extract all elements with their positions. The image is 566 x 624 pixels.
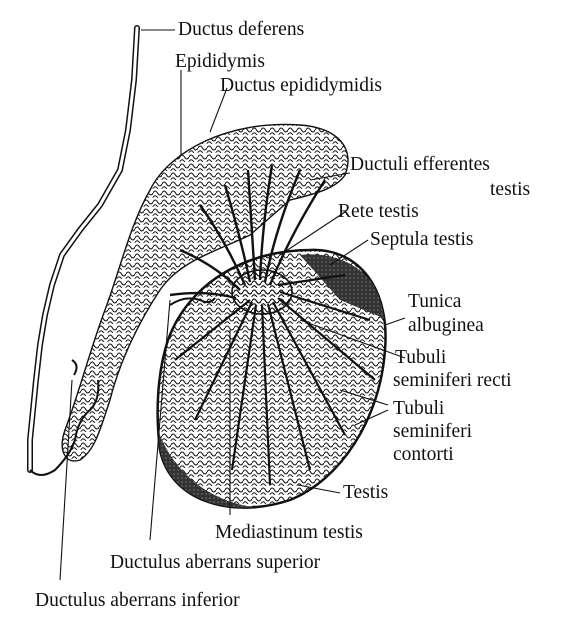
testis-drawing [156,248,387,509]
label-tunica: Tunica [408,291,462,312]
label-ductus-epididymidis: Ductus epididymidis [220,75,382,96]
leader-lines [59,29,406,581]
label-ductulus-aberrans-superior: Ductulus aberrans superior [110,552,321,573]
epididymis-drawing [61,123,349,462]
label-seminiferi-recti: seminiferi recti [393,370,512,391]
label-septula-testis: Septula testis [370,229,473,250]
label-testis: Testis [343,482,388,503]
label-tubuli-contorti: Tubuli [393,398,445,419]
label-ductus-deferens: Ductus deferens [178,19,304,40]
label-ductuli-efferentes: Ductuli efferentes [350,154,490,175]
label-mediastinum-testis: Mediastinum testis [215,522,363,543]
label-contorti: contorti [393,444,454,465]
label-ductuli-efferentes-testis: testis [490,179,530,200]
label-ductulus-aberrans-inferior: Ductulus aberrans inferior [35,590,240,611]
label-seminiferi: seminiferi [393,421,473,442]
label-rete-testis: Rete testis [338,201,419,222]
label-epididymis: Epididymis [175,51,265,72]
label-tubuli-recti: Tubuli [395,347,447,368]
label-albuginea: albuginea [408,315,484,336]
